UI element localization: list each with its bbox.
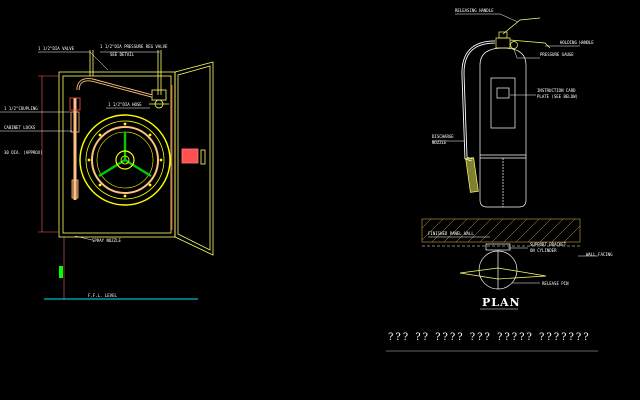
label-locks: CABINET LOCKS	[4, 125, 36, 130]
cabinet-leaders	[0, 51, 160, 241]
hose-reel-hub	[115, 150, 135, 170]
label-coupling: 1 1/2"COUPLING	[4, 106, 38, 111]
spray-nozzle	[71, 179, 79, 199]
label-on-cylinder: ON CYLINDER	[530, 248, 557, 253]
extinguisher-leaders	[432, 13, 580, 142]
extinguisher-cylinder	[479, 47, 527, 208]
label-reel: 1 1/2"DIA HOSE	[108, 102, 142, 107]
hose-coupling	[69, 97, 81, 111]
hose-reel-spokes	[98, 132, 152, 178]
label-dia: 30 DIA. (APPROX)	[4, 150, 43, 155]
label-support-bracket: SUPPORT BRACKET	[530, 242, 567, 247]
discharge-nozzle	[465, 157, 479, 193]
label-instruction2: PLATE (SEE BELOW)	[537, 94, 578, 99]
door-latch	[200, 149, 206, 165]
label-top-mid2: SEE DETAIL	[110, 52, 135, 57]
instruction-card	[490, 77, 516, 129]
extinguisher-valve	[495, 37, 511, 49]
label-release-pin: RELEASE PIN	[542, 281, 569, 286]
cabinet-dimensions	[38, 75, 65, 300]
label-holding-handle: HOLDING HANDLE	[560, 40, 594, 45]
discharge-hose	[461, 40, 496, 162]
plan-extinguisher	[459, 243, 547, 290]
level-marker	[59, 266, 63, 278]
plan-view	[421, 218, 581, 247]
label-pressure-gauge: PRESSURE GAUGE	[540, 52, 574, 57]
hose-reel-cabinet-elevation	[58, 50, 214, 256]
door-sign-panel	[181, 148, 199, 164]
label-finish-wall: FINISHED PANEL WALL	[428, 231, 474, 236]
holding-handle	[509, 39, 551, 49]
plan-leaders	[428, 236, 598, 284]
hose-reel-outer	[79, 114, 171, 206]
cabinet-door	[174, 61, 214, 256]
plan-handle	[459, 267, 547, 280]
support-bracket	[485, 243, 511, 251]
label-nozzle2: NOZZLE	[432, 140, 447, 145]
pressure-gauge	[510, 41, 518, 49]
plan-wall	[421, 218, 581, 243]
label-top-left: 1 1/2"DIA VALVE	[38, 46, 75, 51]
label-releasing-handle: RELEASING HANDLE	[455, 8, 494, 13]
cabinet-door-inner	[177, 65, 211, 251]
wall-hatch	[421, 218, 581, 243]
label-floor: F.F.L. LEVEL	[88, 293, 117, 298]
releasing-handle	[502, 17, 541, 35]
plan-title: PLAN	[482, 296, 521, 309]
label-discharge: DISCHARGE	[432, 134, 454, 139]
label-instruction: INSTRUCTION CARD	[537, 88, 576, 93]
label-nozzle: SPRAY NOZZLE	[92, 238, 121, 243]
drawing-title: ??? ?? ???? ??? ????? ???????	[388, 332, 591, 343]
fire-extinguisher-elevation	[461, 17, 551, 208]
label-wall-facing: WALL FACING	[586, 252, 613, 257]
hose-reel-inner	[91, 126, 159, 194]
pressure-valve	[151, 89, 167, 101]
cabinet-inner-frame	[62, 75, 172, 234]
label-top-mid: 1 1/2"DIA PRESSURE REG VALVE	[100, 44, 168, 49]
